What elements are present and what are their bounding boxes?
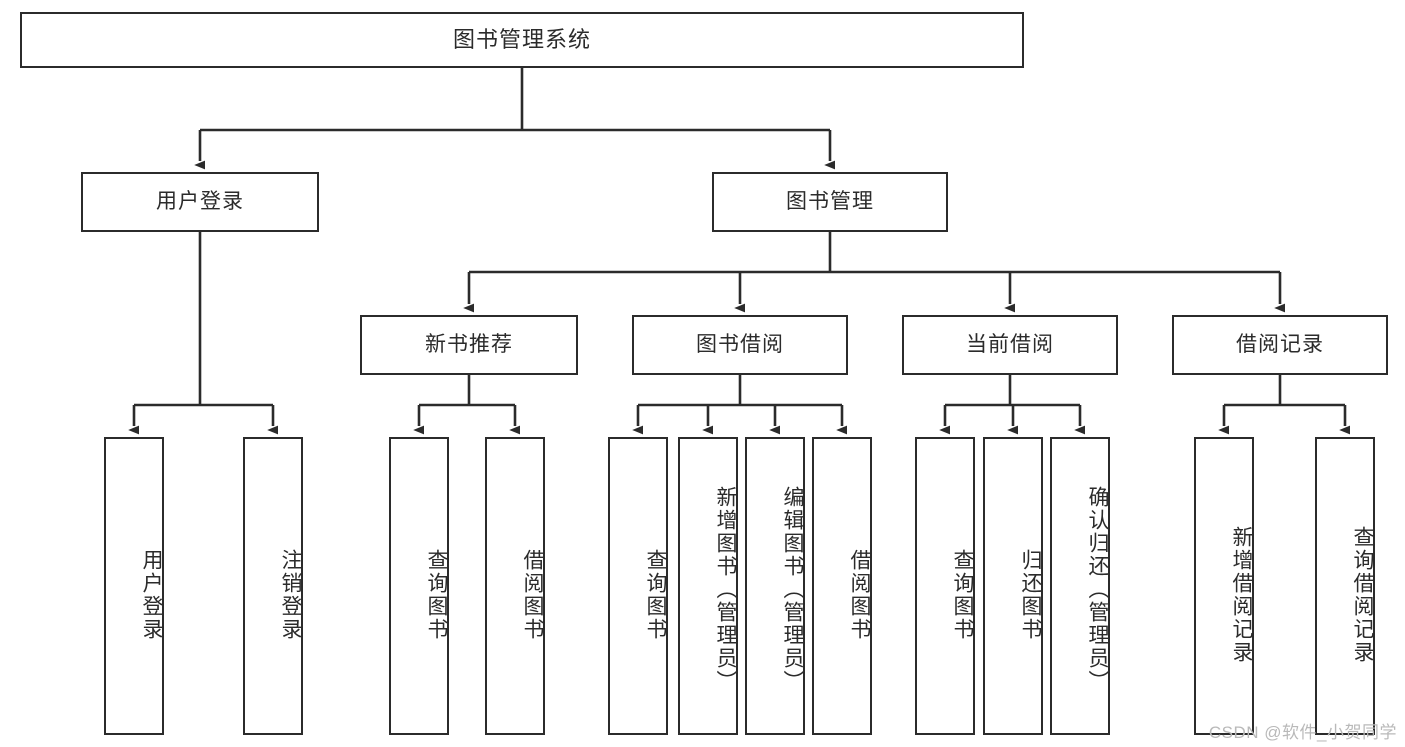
node-book-borrow[interactable]: 图书借阅 <box>632 315 848 375</box>
node-borrow-record[interactable]: 借阅记录 <box>1172 315 1388 375</box>
leaf-leaf-return-book[interactable]: 归还图书 <box>983 437 1043 735</box>
node-book-manage[interactable]: 图书管理 <box>712 172 948 232</box>
leaf-leaf-add-borrow-record[interactable]: 新增借阅记录 <box>1194 437 1254 735</box>
leaf-leaf-query-book-borrow[interactable]: 查询图书 <box>608 437 668 735</box>
leaf-leaf-borrow-book[interactable]: 借阅图书 <box>812 437 872 735</box>
node-user-login[interactable]: 用户登录 <box>81 172 319 232</box>
node-new-book-recommend[interactable]: 新书推荐 <box>360 315 578 375</box>
leaf-leaf-query-borrow-record[interactable]: 查询借阅记录 <box>1315 437 1375 735</box>
node-current-borrow[interactable]: 当前借阅 <box>902 315 1118 375</box>
node-root-title[interactable]: 图书管理系统 <box>20 12 1024 68</box>
leaf-leaf-confirm-return-admin[interactable]: 确认归还（管理员） <box>1050 437 1110 735</box>
leaf-leaf-query-book-rec[interactable]: 查询图书 <box>389 437 449 735</box>
leaf-leaf-edit-book-admin[interactable]: 编辑图书（管理员） <box>745 437 805 735</box>
leaf-leaf-logout-login[interactable]: 注销登录 <box>243 437 303 735</box>
leaf-leaf-add-book-admin[interactable]: 新增图书（管理员） <box>678 437 738 735</box>
leaf-leaf-borrow-book-rec[interactable]: 借阅图书 <box>485 437 545 735</box>
leaf-leaf-query-book-current[interactable]: 查询图书 <box>915 437 975 735</box>
leaf-leaf-user-login[interactable]: 用户登录 <box>104 437 164 735</box>
watermark-text: CSDN @软件_小贺同学 <box>1208 723 1397 742</box>
